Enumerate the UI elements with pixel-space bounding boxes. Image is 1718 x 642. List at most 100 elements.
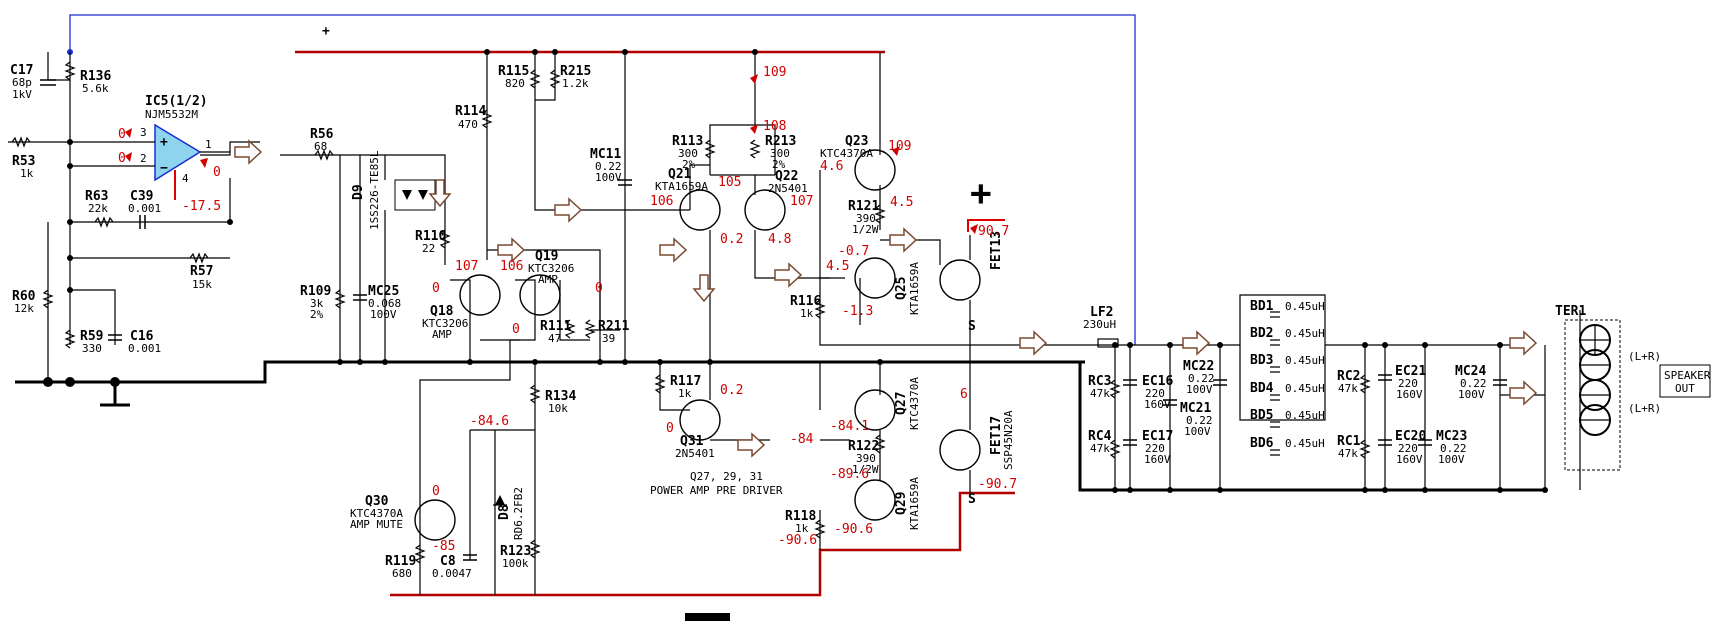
misc-labels: Q27, 29, 31 POWER AMP PRE DRIVER (L+R) (… [322, 24, 1711, 497]
svg-text:109: 109 [888, 139, 911, 154]
label-c17: C17 [10, 63, 33, 78]
svg-text:Q27, 29, 31: Q27, 29, 31 [690, 470, 763, 483]
svg-text:0: 0 [432, 281, 440, 296]
signal-arrows [234, 139, 1538, 458]
svg-text:-85: -85 [432, 539, 455, 554]
svg-text:12k: 12k [14, 302, 34, 315]
svg-text:0.001: 0.001 [128, 342, 161, 355]
label-q30: Q30 [365, 494, 389, 509]
label-r114: R114 [455, 104, 486, 119]
opamp-pins: 3 2 1 4 S S [140, 126, 976, 507]
svg-text:680: 680 [392, 567, 412, 580]
svg-text:100V: 100V [1184, 425, 1211, 438]
svg-text:47: 47 [548, 332, 561, 345]
label-lf2: LF2 [1090, 305, 1113, 320]
svg-text:0.22: 0.22 [595, 160, 622, 173]
svg-text:NJM5532M: NJM5532M [145, 108, 198, 121]
label-rc3: RC3 [1088, 374, 1111, 389]
svg-text:0: 0 [118, 151, 126, 166]
svg-text:BD1: BD1 [1250, 299, 1274, 314]
svg-text:0.068: 0.068 [368, 297, 401, 310]
q19-symbol [519, 274, 561, 316]
label-r63: R63 [85, 189, 108, 204]
label-r60: R60 [12, 289, 36, 304]
label-r119: R119 [385, 554, 416, 569]
svg-text:BD5: BD5 [1250, 408, 1273, 423]
label-r118: R118 [785, 509, 816, 524]
svg-text:-0.7: -0.7 [838, 244, 869, 259]
label-ic5: IC5(1/2) [145, 94, 208, 109]
svg-text:160V: 160V [1144, 398, 1171, 411]
svg-text:BD6: BD6 [1250, 436, 1274, 451]
label-q25: Q25 [894, 277, 909, 300]
label-r116: R116 [790, 294, 821, 309]
q22-symbol [744, 189, 786, 231]
svg-text:BD2: BD2 [1250, 326, 1273, 341]
svg-text:2: 2 [140, 152, 147, 165]
label-mc22: MC22 [1183, 359, 1214, 374]
svg-text:160V: 160V [1396, 388, 1423, 401]
svg-text:KTA1659A: KTA1659A [908, 477, 921, 530]
svg-text:SPEAKER: SPEAKER [1664, 369, 1711, 382]
svg-text:-89.6: -89.6 [830, 467, 869, 482]
svg-text:230uH: 230uH [1083, 318, 1116, 331]
svg-text:100V: 100V [1458, 388, 1485, 401]
bead-labels: BD1 0.45uH BD2 0.45uH BD3 0.45uH BD4 0.4… [1250, 299, 1325, 451]
label-rc4: RC4 [1088, 429, 1112, 444]
label-r57: R57 [190, 264, 213, 279]
svg-text:390: 390 [856, 212, 876, 225]
svg-text:-84.1: -84.1 [830, 419, 869, 434]
svg-text:S: S [968, 492, 976, 507]
label-r215: R215 [560, 64, 591, 79]
label-r213: R213 [765, 134, 796, 149]
svg-text:0.22: 0.22 [1440, 442, 1467, 455]
svg-text:330: 330 [82, 342, 102, 355]
label-r211: R211 [598, 319, 629, 334]
svg-text:220: 220 [1398, 442, 1418, 455]
label-rc2: RC2 [1337, 369, 1360, 384]
svg-text:3k: 3k [310, 297, 324, 310]
svg-text:100V: 100V [1186, 383, 1213, 396]
inductor-lf2 [1097, 338, 1119, 348]
svg-text:300: 300 [770, 147, 790, 160]
label-q31: Q31 [680, 434, 704, 449]
q29-symbol [854, 479, 896, 521]
label-r53: R53 [12, 154, 35, 169]
svg-text:90.7: 90.7 [978, 224, 1009, 239]
label-mc24: MC24 [1455, 364, 1486, 379]
svg-text:0.2: 0.2 [720, 383, 743, 398]
svg-text:-84.6: -84.6 [470, 414, 509, 429]
label-r134: R134 [545, 389, 576, 404]
capacitors [40, 79, 1507, 561]
q31-symbol [679, 399, 721, 441]
svg-text:(L+R): (L+R) [1628, 350, 1661, 363]
q21-symbol [679, 189, 721, 231]
q18-symbol [459, 274, 501, 316]
svg-text:S: S [968, 319, 976, 334]
svg-text:5.6k: 5.6k [82, 82, 109, 95]
svg-text:0.22: 0.22 [1186, 414, 1213, 427]
q25-symbol [854, 257, 896, 299]
svg-text:-90.7: -90.7 [978, 477, 1017, 492]
svg-text:KTC3206: KTC3206 [528, 262, 574, 275]
label-fet17: FET17 [989, 416, 1004, 455]
label-c16: C16 [130, 329, 154, 344]
svg-text:2%: 2% [682, 158, 696, 171]
svg-text:1/2W: 1/2W [852, 463, 879, 476]
svg-text:4.8: 4.8 [768, 232, 791, 247]
svg-text:2%: 2% [310, 308, 324, 321]
svg-text:-90.6: -90.6 [834, 522, 873, 537]
svg-text:100V: 100V [595, 171, 622, 184]
svg-text:0.2: 0.2 [720, 232, 743, 247]
svg-text:1k: 1k [20, 167, 34, 180]
svg-text:220: 220 [1145, 387, 1165, 400]
svg-text:AMP: AMP [432, 328, 452, 341]
svg-text:10k: 10k [548, 402, 568, 415]
label-q21: Q21 [668, 167, 692, 182]
svg-text:0.45uH: 0.45uH [1285, 300, 1325, 313]
svg-text:+: + [322, 24, 330, 39]
terminal-ter1 [1564, 319, 1711, 471]
svg-text:1SS226-TE85L: 1SS226-TE85L [368, 150, 381, 230]
label-ec17: EC17 [1142, 429, 1173, 444]
